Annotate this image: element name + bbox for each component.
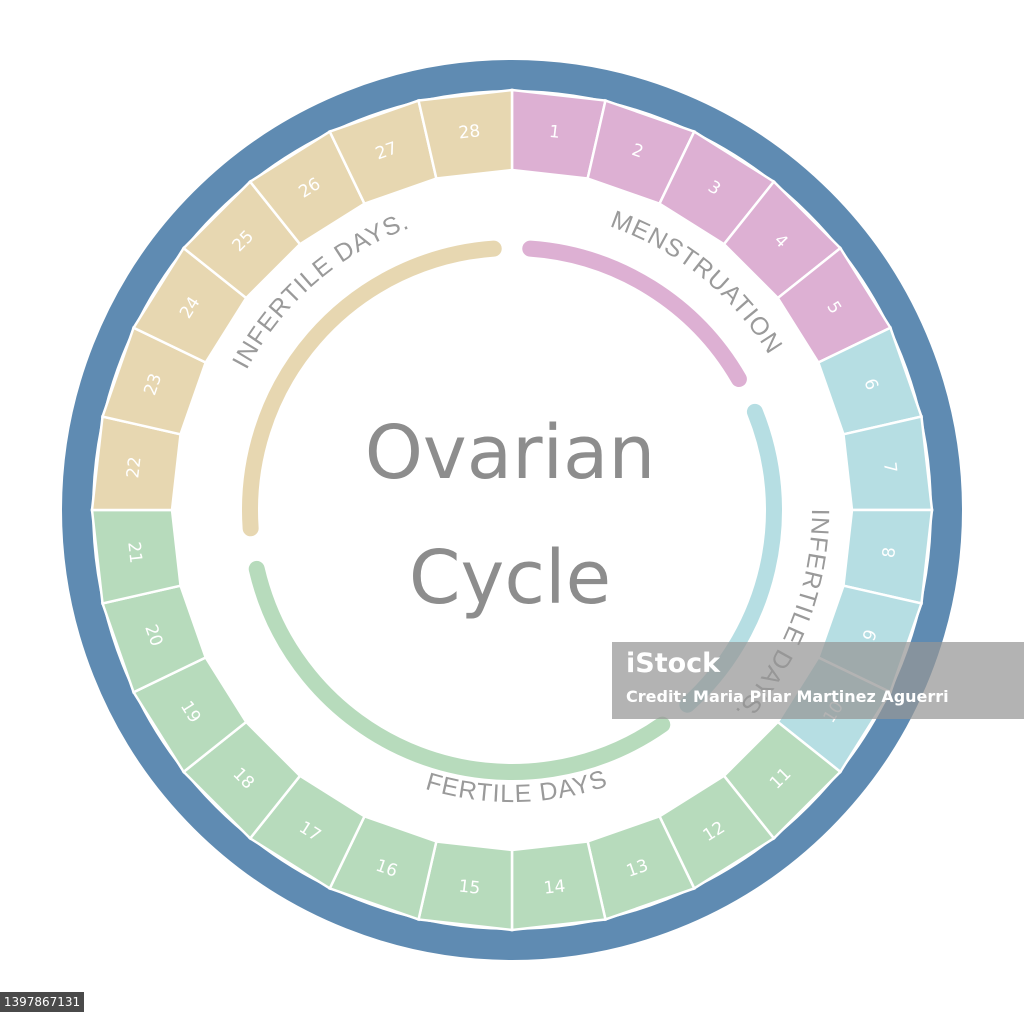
day-number-15: 15 (458, 876, 482, 898)
phase-arc-infertile-late (242, 240, 502, 537)
day-number-22: 22 (123, 456, 145, 480)
day-segments: 1234567891011121314151617181920212223242… (90, 88, 934, 932)
day-number-8: 8 (879, 546, 900, 559)
day-number-7: 7 (879, 461, 900, 474)
day-number-14: 14 (543, 876, 567, 898)
day-segment-28 (417, 88, 514, 180)
day-number-28: 28 (458, 121, 482, 143)
day-number-21: 21 (123, 541, 145, 565)
day-number-1: 1 (548, 122, 561, 143)
title-line-1: Ovarian (365, 410, 656, 496)
watermark-banner: iStock Credit: Maria Pilar Martinez Ague… (612, 642, 1024, 719)
watermark-credit: Credit: Maria Pilar Martinez Aguerri (626, 687, 949, 706)
outer-ring (62, 60, 962, 960)
stock-id-badge: 1397867131 (0, 992, 84, 1012)
phase-arc-fertile (248, 560, 671, 780)
title-line-2: Cycle (409, 535, 611, 621)
watermark-brand: iStock (626, 648, 721, 679)
phase-arc-menstruation (522, 240, 747, 387)
